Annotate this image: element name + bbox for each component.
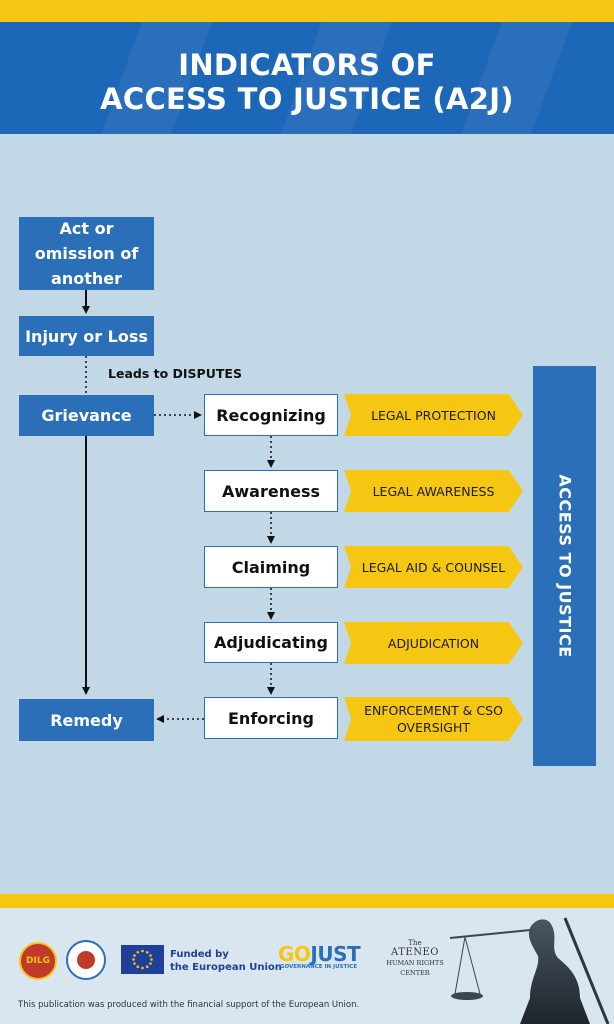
indicator-adjudication: ADJUDICATION [344,622,523,664]
header-banner: INDICATORS OF ACCESS TO JUSTICE (A2J) [0,22,614,134]
funded-by-eu-text: Funded by the European Union [170,949,282,973]
philippine-seal-icon [66,940,106,980]
lady-justice-statue-icon [449,917,610,1024]
act-omission-box: Act or omission of another [19,217,154,290]
step-awareness: Awareness [204,470,338,512]
gojust-subtitle: GOVERNANCE IN JUSTICE [280,964,358,970]
access-to-justice-label: ACCESS TO JUSTICE [555,474,574,658]
top-yellow-bar [0,0,614,22]
step-claiming: Claiming [204,546,338,588]
indicator-legal-aid: LEGAL AID & COUNSEL [344,546,523,588]
footer: DILG Funded by the European Union GOJUST… [0,908,614,1024]
step-adjudicating: Adjudicating [204,622,338,663]
injury-loss-box: Injury or Loss [19,316,154,356]
indicator-legal-protection: LEGAL PROTECTION [344,394,523,436]
title-line-1: INDICATORS OF [178,48,436,82]
footer-yellow-bar [0,894,614,908]
leads-to-disputes-label: Leads to DISPUTES [108,366,242,381]
step-enforcing: Enforcing [204,697,338,739]
dilg-seal-icon: DILG [19,942,57,980]
ateneo-logo: The ATENEO HUMAN RIGHTS CENTER [386,939,444,977]
title-line-2: ACCESS TO JUSTICE (A2J) [100,82,514,116]
indicator-legal-awareness: LEGAL AWARENESS [344,470,523,512]
access-to-justice-bar: ACCESS TO JUSTICE [533,366,596,766]
step-recognizing: Recognizing [204,394,338,436]
grievance-box: Grievance [19,395,154,436]
publication-disclaimer: This publication was produced with the f… [18,1000,360,1010]
indicator-enforcement: ENFORCEMENT & CSO OVERSIGHT [344,697,523,741]
gojust-logo: GOJUST [278,942,361,966]
eu-flag-icon [121,945,164,974]
remedy-box: Remedy [19,699,154,741]
connector-lines [82,290,275,723]
